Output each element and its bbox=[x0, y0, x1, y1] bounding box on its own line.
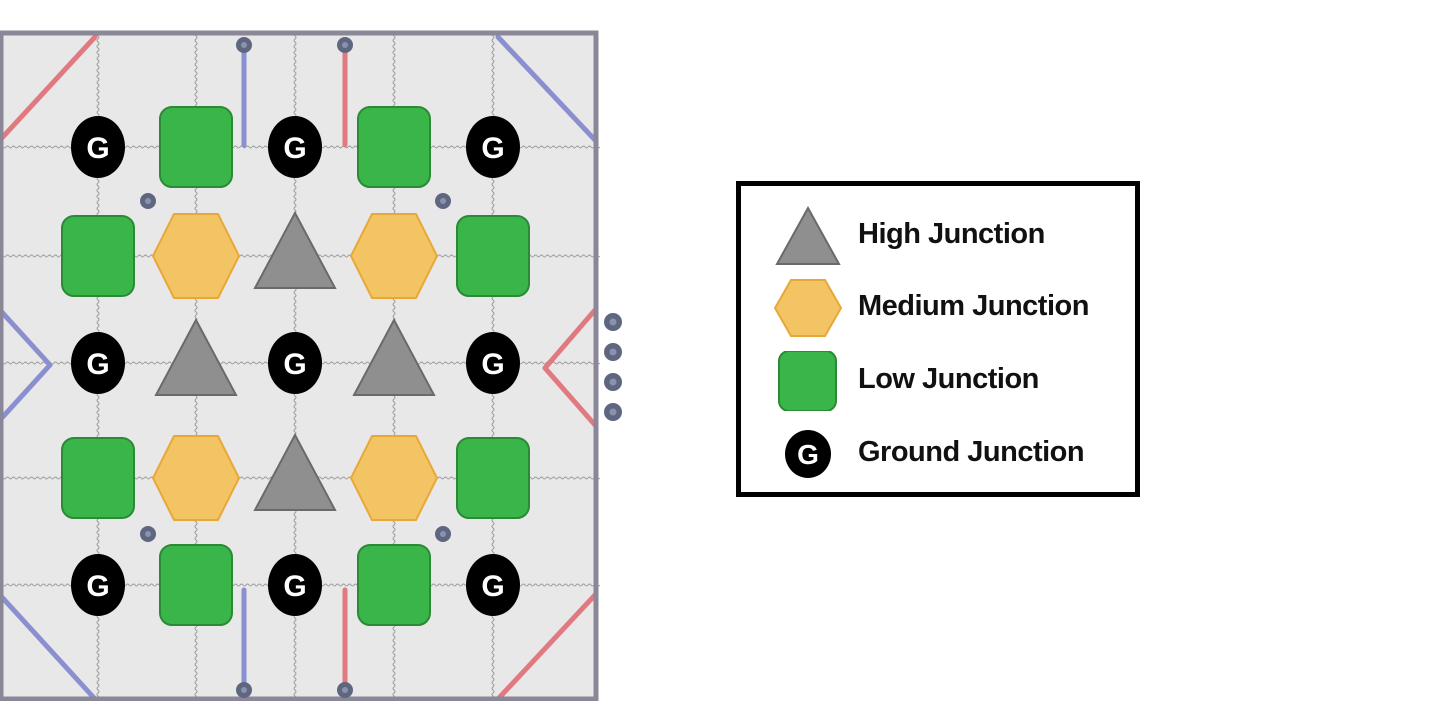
marker-dot-center bbox=[145, 198, 151, 204]
ground-junction-label: G bbox=[86, 132, 109, 165]
medium-junction bbox=[349, 435, 439, 521]
square-icon bbox=[778, 351, 837, 411]
ground-junction-label: G bbox=[283, 132, 306, 165]
ground-junction bbox=[71, 554, 125, 616]
ground-junction bbox=[466, 554, 520, 616]
low-junction bbox=[456, 215, 530, 297]
marker-dot-center bbox=[145, 531, 151, 537]
ground-junction bbox=[466, 116, 520, 178]
legend-label-low: Low Junction bbox=[858, 363, 1039, 395]
ground-junction-label: G bbox=[481, 570, 504, 603]
marker-dot-center bbox=[440, 198, 446, 204]
high-junction bbox=[253, 210, 337, 289]
ground-junction bbox=[71, 116, 125, 178]
medium-junction bbox=[151, 435, 241, 521]
ground-junction-label: G bbox=[481, 348, 504, 381]
ground-junction-label: G bbox=[283, 348, 306, 381]
marker-dot-center bbox=[241, 687, 247, 693]
marker-dot-center bbox=[342, 687, 348, 693]
ground-junction bbox=[268, 116, 322, 178]
medium-junction bbox=[349, 213, 439, 299]
high-junction bbox=[154, 317, 238, 396]
field-diagram: G G G G G G G G G bbox=[0, 30, 622, 701]
low-junction bbox=[61, 437, 135, 519]
hexagon-icon bbox=[773, 279, 843, 337]
low-junction bbox=[357, 544, 431, 626]
legend-item-high: High Junction bbox=[741, 206, 1135, 266]
tape-line bbox=[542, 365, 598, 428]
side-marker-dot-center bbox=[609, 348, 617, 356]
legend-item-medium: Medium Junction bbox=[741, 278, 1135, 338]
medium-junction bbox=[151, 213, 241, 299]
ground-junction bbox=[71, 332, 125, 394]
low-junction bbox=[61, 215, 135, 297]
low-junction bbox=[357, 106, 431, 188]
legend-item-ground: G Ground Junction bbox=[741, 424, 1135, 484]
tape-line bbox=[0, 592, 98, 701]
ground-junction-label: G bbox=[86, 570, 109, 603]
svg-text:G: G bbox=[797, 439, 819, 470]
ground-junction-label: G bbox=[86, 348, 109, 381]
tape-line bbox=[0, 307, 53, 368]
ground-junction bbox=[268, 332, 322, 394]
low-junction bbox=[159, 544, 233, 626]
marker-dot-center bbox=[342, 42, 348, 48]
legend-box: High Junction Medium Junction Low Juncti… bbox=[736, 181, 1140, 497]
ground-junction bbox=[268, 554, 322, 616]
tape-line bbox=[495, 34, 598, 143]
legend-item-low: Low Junction bbox=[741, 351, 1135, 411]
marker-dot-center bbox=[241, 42, 247, 48]
high-junction bbox=[352, 317, 436, 396]
high-junction bbox=[253, 432, 337, 511]
ground-junction-label: G bbox=[481, 132, 504, 165]
low-junction bbox=[456, 437, 530, 519]
triangle-icon bbox=[775, 206, 841, 265]
side-marker-dot-center bbox=[609, 318, 617, 326]
side-marker-dot-center bbox=[609, 378, 617, 386]
side-marker-dot-center bbox=[609, 408, 617, 416]
legend-label-high: High Junction bbox=[858, 218, 1045, 250]
marker-dot-center bbox=[440, 531, 446, 537]
ground-g-icon: G bbox=[785, 430, 831, 478]
tape-line bbox=[0, 34, 98, 143]
ground-junction-label: G bbox=[283, 570, 306, 603]
ground-junction bbox=[466, 332, 520, 394]
low-junction bbox=[159, 106, 233, 188]
legend-label-ground: Ground Junction bbox=[858, 436, 1085, 468]
legend-label-medium: Medium Junction bbox=[858, 290, 1089, 322]
tape-line bbox=[495, 592, 598, 701]
tape-line bbox=[0, 362, 53, 423]
field-frame bbox=[0, 30, 599, 701]
tape-line bbox=[542, 307, 598, 371]
